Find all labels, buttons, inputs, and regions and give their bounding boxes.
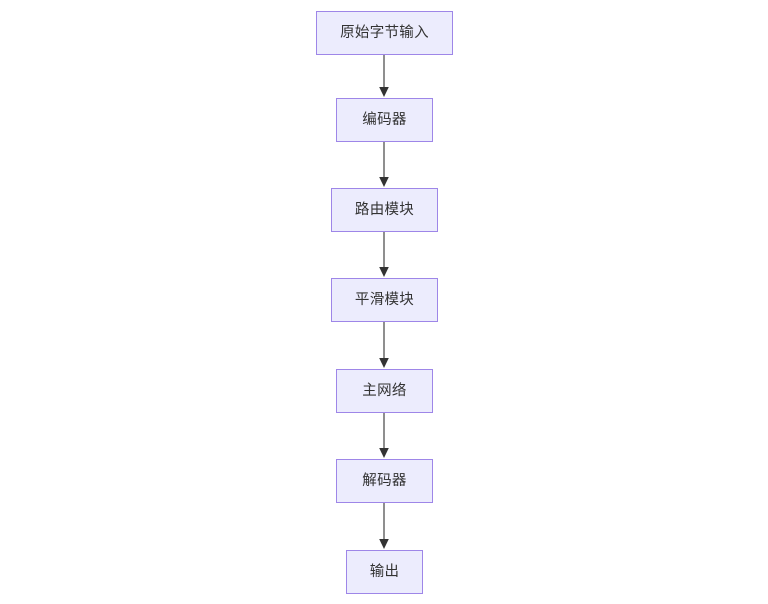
edge-n5-n6 — [379, 413, 389, 458]
node-routing-module[interactable]: 路由模块 — [331, 188, 438, 232]
node-label: 平滑模块 — [354, 291, 415, 308]
node-decoder[interactable]: 解码器 — [336, 459, 433, 503]
node-raw-byte-input[interactable]: 原始字节输入 — [316, 11, 453, 55]
node-label: 路由模块 — [354, 201, 415, 218]
node-encoder[interactable]: 编码器 — [336, 98, 433, 142]
edge-n4-n5 — [379, 322, 389, 368]
node-label: 主网络 — [362, 382, 407, 399]
edge-n2-n3 — [379, 142, 389, 187]
node-output[interactable]: 输出 — [346, 550, 423, 594]
node-label: 解码器 — [362, 472, 407, 489]
edge-n3-n4 — [379, 232, 389, 277]
node-label: 原始字节输入 — [340, 24, 429, 41]
edge-n1-n2 — [379, 55, 389, 97]
node-smoothing-module[interactable]: 平滑模块 — [331, 278, 438, 322]
node-main-network[interactable]: 主网络 — [336, 369, 433, 413]
edge-n6-n7 — [379, 503, 389, 549]
node-label: 编码器 — [362, 111, 407, 128]
node-label: 输出 — [369, 563, 400, 580]
